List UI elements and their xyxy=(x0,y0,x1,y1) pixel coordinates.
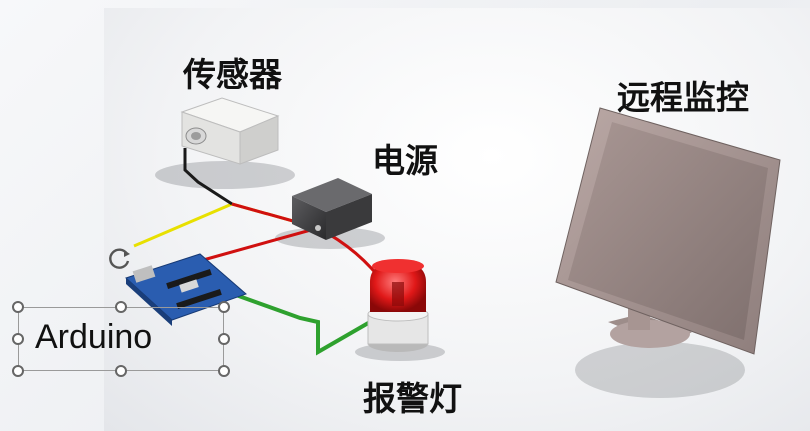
power-supply-label: 电源 xyxy=(372,141,438,180)
shadows xyxy=(155,161,745,398)
monitor-model xyxy=(555,107,781,355)
resize-handle-bottom-center[interactable] xyxy=(115,365,127,377)
resize-handle-top-right[interactable] xyxy=(218,301,230,313)
sensor-label: 传感器 xyxy=(183,55,282,94)
arduino-label[interactable]: Arduino xyxy=(35,318,153,356)
rotate-handle-icon[interactable] xyxy=(107,246,133,272)
resize-handle-middle-left[interactable] xyxy=(12,333,24,345)
alarm-light-model xyxy=(367,259,429,352)
arduino-board-model xyxy=(125,253,247,326)
resize-handle-top-center[interactable] xyxy=(115,301,127,313)
wire-black xyxy=(183,148,233,206)
power-supply-model xyxy=(292,178,372,240)
alarm-light-label: 报警灯 xyxy=(363,379,462,418)
resize-handle-bottom-right[interactable] xyxy=(218,365,230,377)
remote-monitor-label: 远程监控 xyxy=(617,78,749,117)
sensor-model xyxy=(180,97,280,165)
arduino-textbox[interactable]: Arduino xyxy=(18,307,224,371)
resize-handle-bottom-left[interactable] xyxy=(12,365,24,377)
wire-green xyxy=(235,293,371,356)
resize-handle-middle-right[interactable] xyxy=(218,333,230,345)
resize-handle-top-left[interactable] xyxy=(12,301,24,313)
wire-red-1 xyxy=(195,226,319,264)
